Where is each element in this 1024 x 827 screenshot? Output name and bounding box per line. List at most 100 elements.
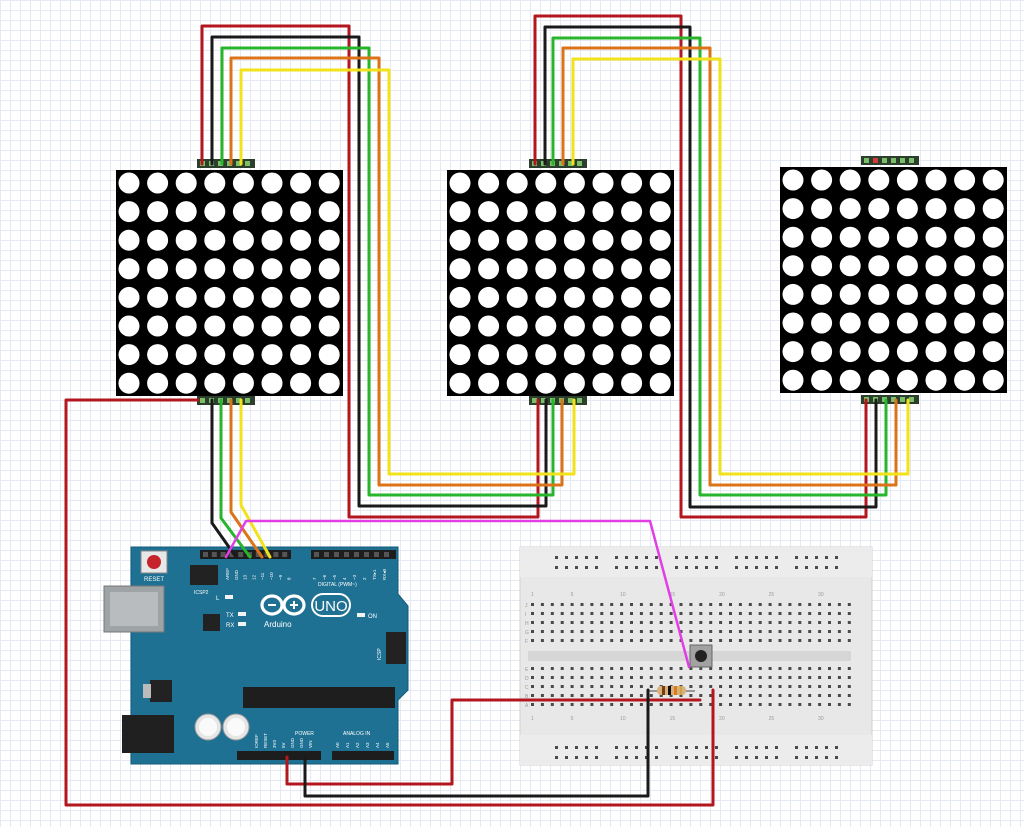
digital-pin-label: GND — [234, 569, 239, 580]
wire-yellow — [239, 68, 576, 476]
power-pin-label: RESET — [263, 733, 268, 748]
breadboard-row-label: I — [525, 612, 526, 618]
pushbutton[interactable] — [689, 644, 713, 668]
digital-pin-label: TX▸1 — [372, 569, 377, 580]
breadboard-row-label: G — [525, 630, 529, 636]
breadboard-col-label: 30 — [818, 592, 824, 598]
matrix-pin-header — [529, 159, 587, 168]
icsp-header — [386, 632, 406, 664]
power-pin-label: IOREF — [254, 734, 259, 748]
digital-pin-label: ~5 — [332, 574, 337, 580]
wire-black — [210, 398, 238, 559]
wire-orange — [229, 398, 264, 559]
analog-pin-label: A0 — [335, 742, 340, 748]
breadboard-col-label: 25 — [769, 592, 775, 598]
wire-yellow — [239, 398, 272, 559]
power-label: POWER — [295, 731, 314, 737]
wire-red — [533, 14, 868, 519]
analog-label: ANALOG IN — [343, 731, 371, 737]
led-matrix-3 — [780, 167, 1007, 393]
breadboard-col-label: 20 — [719, 716, 725, 722]
breadboard-col-label: 15 — [670, 592, 676, 598]
wire-black — [210, 35, 548, 508]
analog-pin-label: A2 — [355, 742, 360, 748]
uno-logo-text: UNO — [314, 598, 347, 615]
icsp-label: ICSP — [377, 648, 383, 660]
digital-pin-label: RX◂0 — [382, 568, 387, 580]
breadboard-row-label: C — [525, 685, 529, 691]
led-on-label: ON — [368, 614, 377, 620]
breadboard-row-label: F — [525, 639, 528, 645]
digital-pin-label: 12 — [251, 574, 256, 580]
digital-label: DIGITAL (PWM~) — [318, 582, 357, 588]
wire-green — [551, 36, 888, 497]
reset-label: RESET — [144, 577, 164, 583]
digital-pin-label: AREF — [225, 568, 230, 580]
icsp2-header — [190, 565, 218, 585]
breadboard-col-label: 1 — [531, 716, 534, 722]
led-tx-label: TX — [226, 613, 234, 619]
analog-header — [332, 751, 394, 760]
analog-pin-label: A5 — [385, 742, 390, 748]
digital-pin-label: ~11 — [260, 572, 265, 580]
digital-header-left — [200, 550, 291, 559]
wire-green — [220, 46, 555, 497]
wire-red — [285, 698, 702, 786]
digital-pin-label: ~10 — [269, 572, 274, 580]
wire-red — [64, 398, 715, 807]
wire-orange — [229, 56, 564, 487]
wire-magenta — [224, 519, 691, 669]
arduino-brand-text: Arduino — [264, 620, 292, 629]
matrix-pin-header — [197, 159, 255, 168]
breadboard-row-label: B — [525, 694, 529, 700]
digital-pin-label: 13 — [243, 574, 248, 580]
led-l-label: L — [216, 596, 220, 602]
breadboard-col-label: 20 — [719, 592, 725, 598]
digital-pin-label: ~3 — [352, 574, 357, 580]
arduino-logo: UNO Arduino — [260, 593, 351, 629]
breadboard-row-label: H — [525, 621, 529, 627]
breadboard-row-label: A — [525, 703, 529, 709]
resistor — [648, 686, 695, 695]
digital-pin-label: 4 — [342, 577, 347, 580]
breadboard-col-label: 5 — [571, 592, 574, 598]
digital-pin-label: 2 — [362, 577, 367, 580]
digital-pin-label: ~9 — [278, 574, 283, 580]
digital-pin-label: 8 — [287, 577, 292, 580]
breadboard-col-label: 25 — [769, 716, 775, 722]
power-pin-label: GND — [290, 737, 295, 748]
breadboard-col-label: 10 — [620, 592, 626, 598]
power-pin-label: 5V — [281, 742, 286, 748]
arduino-uno-board: RESET ICSP2 ICSP L TX RX ON — [103, 546, 409, 765]
breadboard-col-label: 15 — [670, 716, 676, 722]
breadboard-col-label: 5 — [571, 716, 574, 722]
led-matrix-1 — [116, 170, 343, 396]
breadboard-col-label: 10 — [620, 716, 626, 722]
power-pin-label: 3V3 — [272, 739, 277, 748]
wire-green — [219, 398, 252, 559]
breadboard-row-label: D — [525, 676, 529, 682]
breadboard-row-label: E — [525, 667, 529, 673]
matrix-pin-header — [861, 395, 919, 404]
wire-orange — [561, 46, 898, 487]
matrix-pin-header — [861, 156, 919, 165]
digital-pin-label: 7 — [312, 577, 317, 580]
analog-pin-label: A4 — [375, 742, 380, 748]
led-matrix-2 — [447, 170, 674, 396]
breadboard-col-label: 1 — [531, 592, 534, 598]
matrix-pin-header — [197, 396, 255, 405]
digital-pin-label: ~6 — [322, 574, 327, 580]
breadboard-col-label: 30 — [818, 716, 824, 722]
power-pin-label: GND — [299, 737, 304, 748]
analog-pin-label: A3 — [365, 742, 370, 748]
breadboard-row-label: J — [525, 603, 528, 609]
power-jack — [122, 715, 174, 753]
analog-pin-label: A1 — [345, 742, 350, 748]
wire-red — [200, 24, 540, 519]
led-rx-label: RX — [226, 623, 234, 629]
wire-black — [543, 25, 878, 509]
digital-header-right — [311, 550, 396, 559]
wire-black — [303, 688, 650, 798]
wire-yellow — [571, 57, 910, 476]
power-pin-label: VIN — [308, 740, 313, 748]
